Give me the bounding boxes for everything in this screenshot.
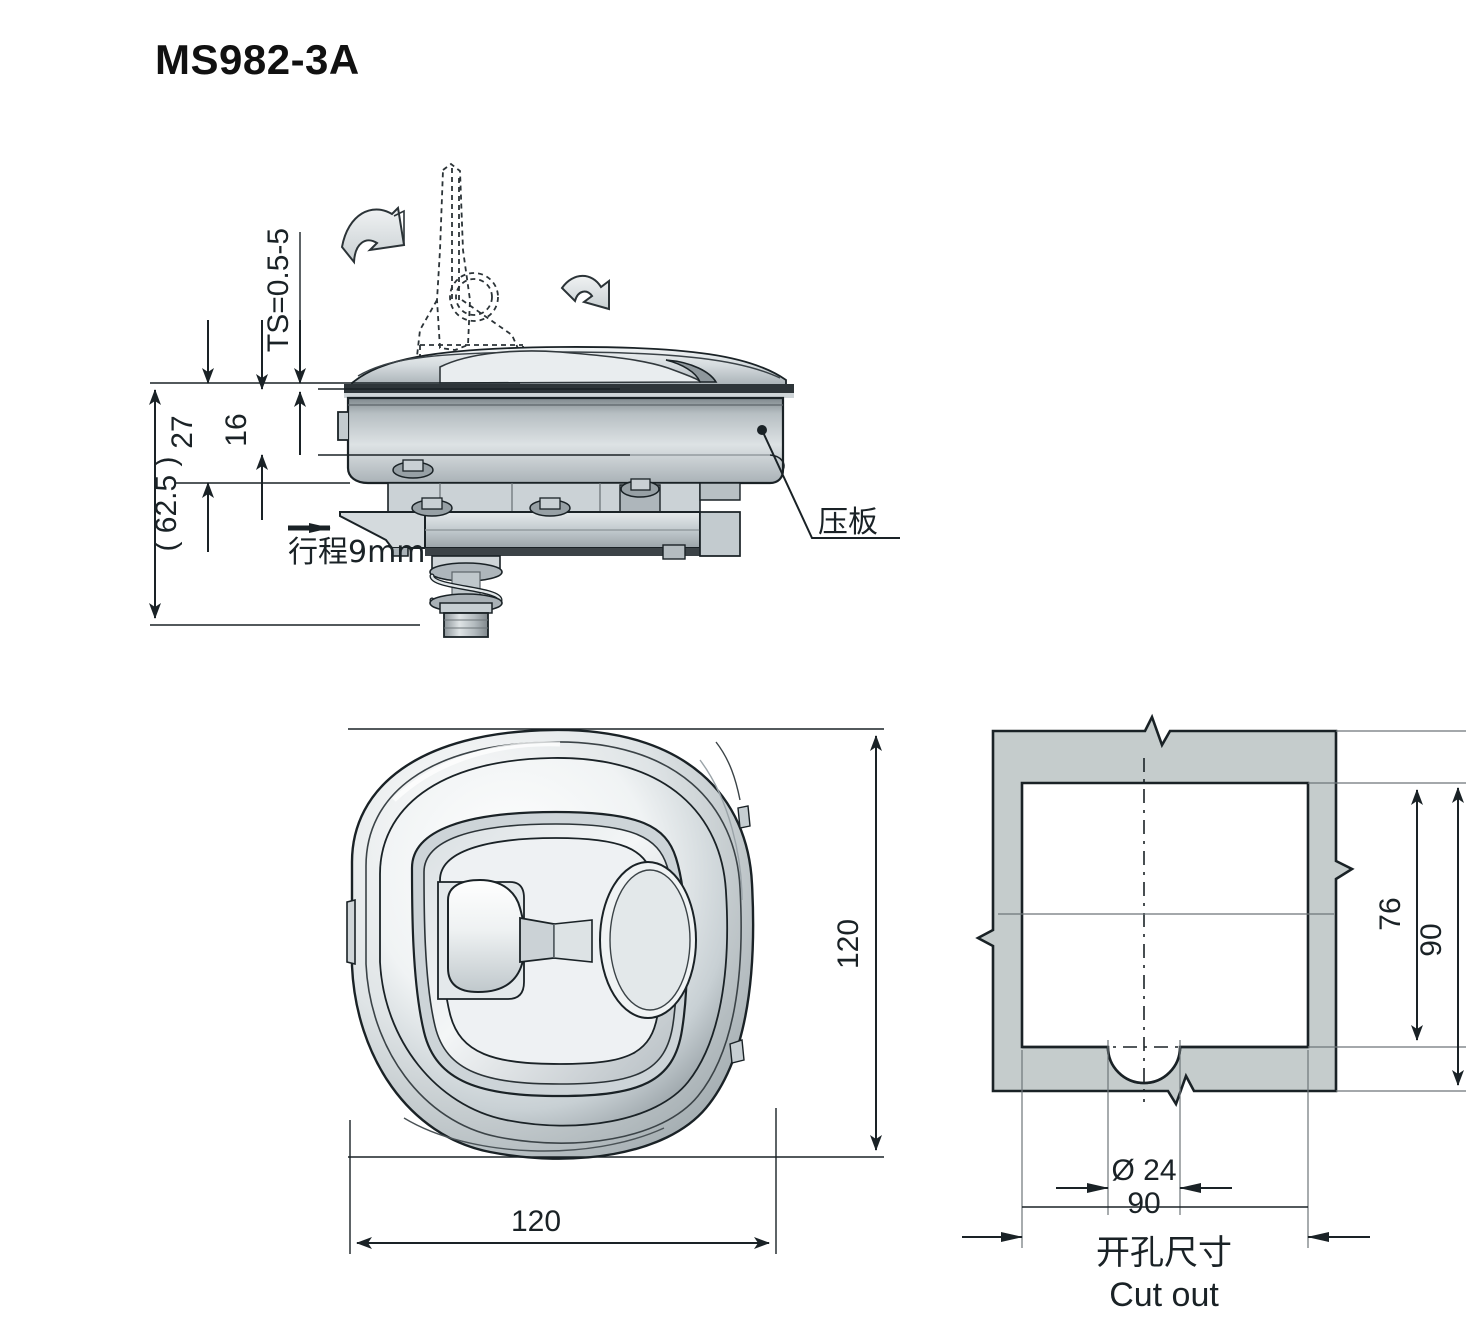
rotation-arrow-right bbox=[560, 274, 610, 311]
dim-panel-thickness: TS=0.5-5 bbox=[262, 228, 295, 352]
dim-cutout-inner-height: 76 bbox=[1374, 897, 1407, 930]
spring-stud-assembly bbox=[429, 555, 503, 638]
dim-depth-27: 27 bbox=[166, 415, 199, 448]
cutout-caption-cn: 开孔尺寸 bbox=[1096, 1233, 1232, 1273]
latch-body bbox=[337, 346, 794, 638]
cutout-aperture bbox=[1020, 781, 1310, 1085]
front-view-group: 120 120 bbox=[346, 728, 884, 1254]
dim-cutout-outer-height: 90 bbox=[1415, 923, 1448, 956]
dim-front-width: 120 bbox=[511, 1205, 561, 1238]
stroke-annotation: 行程9mm bbox=[288, 523, 426, 570]
front-view-dimensions: 120 120 bbox=[348, 728, 884, 1254]
front-handle bbox=[437, 878, 593, 1000]
dim-overall-height: ( 62.5 ) bbox=[150, 456, 183, 551]
page-title: MS982-3A bbox=[155, 36, 360, 83]
pressure-plate-leader: 压板 bbox=[757, 425, 900, 540]
rotation-arrow-left bbox=[340, 205, 406, 265]
dim-front-height: 120 bbox=[832, 919, 865, 969]
fastener-group bbox=[392, 459, 686, 560]
dim-depth-16: 16 bbox=[220, 413, 253, 446]
label-stroke: 行程9mm bbox=[288, 535, 426, 570]
side-view-group: ( 62.5 ) 27 16 TS=0.5-5 行程9mm bbox=[149, 162, 900, 638]
label-pressure-plate: 压板 bbox=[818, 505, 878, 540]
dim-cutout-width: 90 bbox=[1127, 1187, 1160, 1220]
side-view-dimensions: ( 62.5 ) 27 16 TS=0.5-5 bbox=[149, 228, 630, 626]
cutout-view-group: 76 90 Ø 24 90 开孔尺寸 Cut out bbox=[962, 713, 1466, 1314]
dim-notch-diameter: Ø 24 bbox=[1111, 1154, 1176, 1187]
cutout-caption-en: Cut out bbox=[1109, 1276, 1219, 1314]
